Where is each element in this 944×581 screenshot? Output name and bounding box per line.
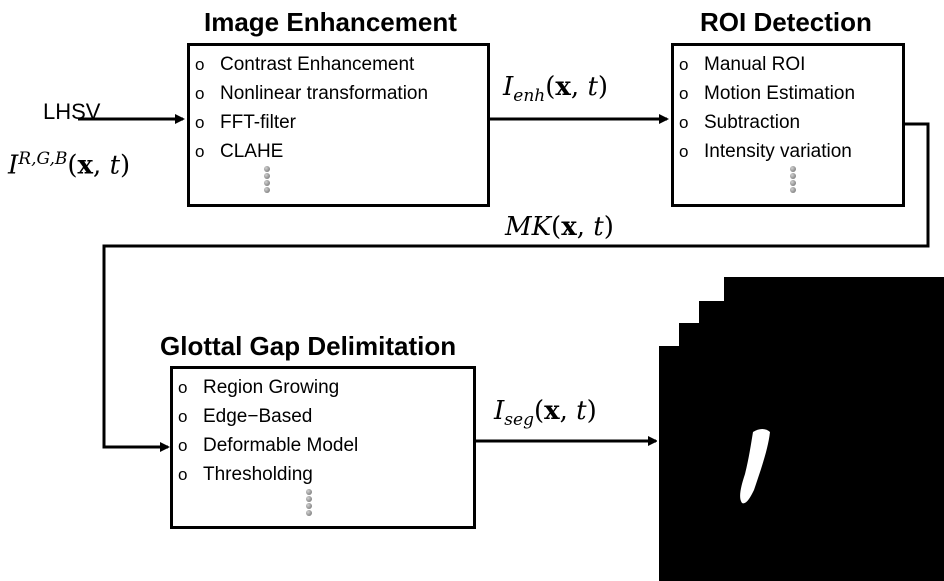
bullet-icon: o — [679, 84, 689, 103]
more-items-icon — [790, 166, 796, 194]
bullet-icon: o — [195, 55, 205, 74]
list-item: o Region Growing — [173, 373, 473, 402]
bullet-icon: o — [178, 465, 188, 484]
item-label: Nonlinear transformation — [220, 83, 429, 104]
bullet-icon: o — [178, 436, 188, 455]
item-label: CLAHE — [220, 141, 284, 162]
input-signal-label: IR,G,B(x, t) — [8, 149, 131, 181]
list-item: o Thresholding — [173, 460, 473, 489]
bullet-icon: o — [195, 84, 205, 103]
item-label: Thresholding — [203, 464, 313, 485]
list-item: o Intensity variation — [674, 137, 902, 166]
bullet-icon: o — [679, 55, 689, 74]
list-item: o CLAHE — [190, 137, 487, 166]
enhancement-title: Image Enhancement — [204, 7, 457, 37]
segmented-glottis-image — [740, 429, 770, 504]
list-item: o Subtraction — [674, 108, 902, 137]
list-item: o Contrast Enhancement — [190, 50, 487, 79]
list-item: o Nonlinear transformation — [190, 79, 487, 108]
list-item: o Manual ROI — [674, 50, 902, 79]
item-label: Manual ROI — [704, 54, 806, 75]
more-items-icon — [306, 489, 312, 517]
roi-title: ROI Detection — [700, 7, 872, 37]
gap-title: Glottal Gap Delimitation — [160, 331, 457, 361]
bullet-icon: o — [195, 113, 205, 132]
bullet-icon: o — [679, 113, 689, 132]
item-label: Edge−Based — [203, 406, 313, 427]
item-label: Contrast Enhancement — [220, 54, 415, 75]
more-items-icon — [264, 166, 270, 194]
output-frame-front — [657, 346, 944, 581]
seg-signal-label: Iseg(x, t) — [494, 396, 597, 431]
list-item: o Motion Estimation — [674, 79, 902, 108]
list-item: o FFT-filter — [190, 108, 487, 137]
bullet-icon: o — [195, 142, 205, 161]
item-label: FFT-filter — [220, 112, 296, 133]
enh-signal-label: Ienh(x, t) — [503, 72, 609, 107]
item-label: Subtraction — [704, 112, 801, 133]
item-label: Motion Estimation — [704, 83, 856, 104]
list-item: o Edge−Based — [173, 402, 473, 431]
input-label: LHSV — [43, 99, 101, 124]
item-label: Region Growing — [203, 377, 340, 398]
bullet-icon: o — [679, 142, 689, 161]
bullet-icon: o — [178, 407, 188, 426]
item-label: Intensity variation — [704, 141, 852, 162]
bullet-icon: o — [178, 378, 188, 397]
item-label: Deformable Model — [203, 435, 359, 456]
mk-signal-label: MK(x, t) — [505, 212, 614, 242]
list-item: o Deformable Model — [173, 431, 473, 460]
roi-to-gap-connector — [102, 122, 930, 452]
glottal-gap-shape — [740, 429, 770, 504]
